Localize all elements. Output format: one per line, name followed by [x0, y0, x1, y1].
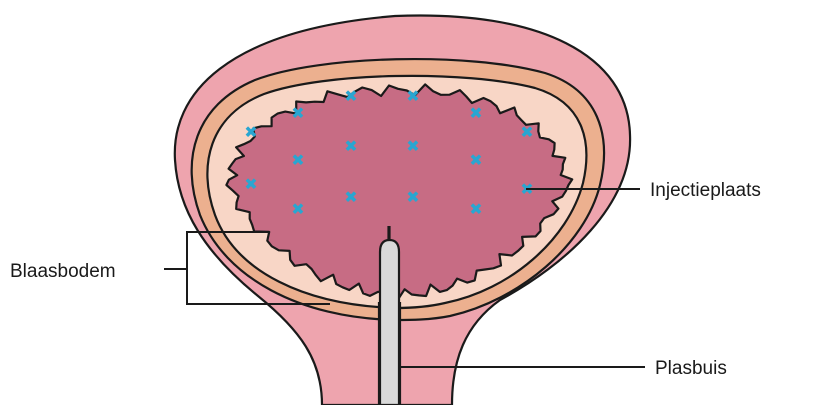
injection-site-cross-icon: ✖ — [469, 151, 482, 170]
injection-site-cross-icon: ✖ — [344, 188, 357, 207]
injection-site-cross-icon: ✖ — [469, 200, 482, 219]
injection-site-cross-icon: ✖ — [291, 104, 304, 123]
injection-site-cross-icon: ✖ — [344, 137, 357, 156]
injection-site-cross-icon: ✖ — [406, 188, 419, 207]
injection-site-cross-icon: ✖ — [291, 151, 304, 170]
injection-site-cross-icon: ✖ — [469, 104, 482, 123]
injection-site-cross-icon: ✖ — [406, 137, 419, 156]
bladder-floor-label: Blaasbodem — [10, 262, 116, 281]
injection-site-label: Injectieplaats — [650, 181, 761, 200]
catheter — [380, 240, 399, 405]
injection-site-cross-icon: ✖ — [344, 87, 357, 106]
urethra-label: Plasbuis — [655, 359, 727, 378]
injection-site-cross-icon: ✖ — [406, 87, 419, 106]
injection-site-cross-icon: ✖ — [291, 200, 304, 219]
injection-site-cross-icon: ✖ — [244, 123, 257, 142]
injection-site-cross-icon: ✖ — [520, 123, 533, 142]
injection-site-cross-icon: ✖ — [244, 175, 257, 194]
